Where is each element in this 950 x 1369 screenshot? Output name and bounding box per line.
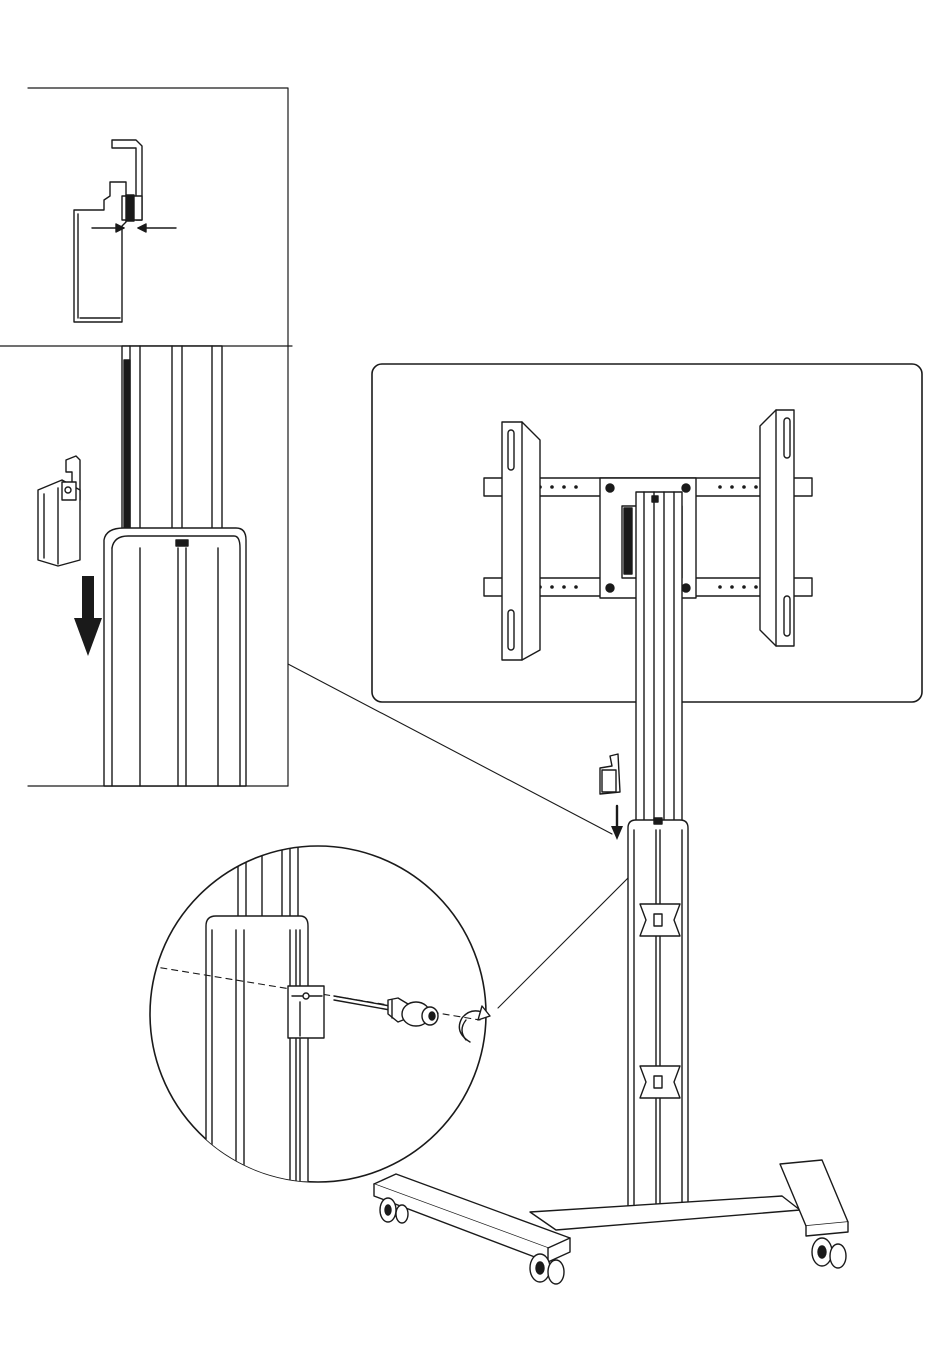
clip-on-column <box>288 986 324 1038</box>
leader-line <box>498 878 628 1008</box>
caster-wheel-icon <box>530 1254 564 1284</box>
display-mount-overview <box>372 364 922 1284</box>
small-down-arrow-icon <box>611 806 623 840</box>
small-clip-part <box>600 754 620 794</box>
base-frame <box>374 1160 848 1262</box>
main-column-lower <box>628 818 688 1212</box>
cable-clip <box>640 904 680 936</box>
column-clip-inset <box>28 346 288 786</box>
cable-clip <box>640 1066 680 1098</box>
down-arrow-icon <box>74 576 102 656</box>
caster-wheel-icon <box>812 1238 846 1268</box>
upper-column <box>122 346 222 542</box>
screw-tightening-magnifier <box>150 846 490 1182</box>
main-column-upper <box>636 492 682 822</box>
clearance-detail-inset <box>0 88 292 346</box>
lower-column <box>104 528 246 786</box>
right-vertical-bracket <box>760 410 794 646</box>
clip-part <box>38 456 80 566</box>
left-vertical-bracket <box>502 422 540 660</box>
